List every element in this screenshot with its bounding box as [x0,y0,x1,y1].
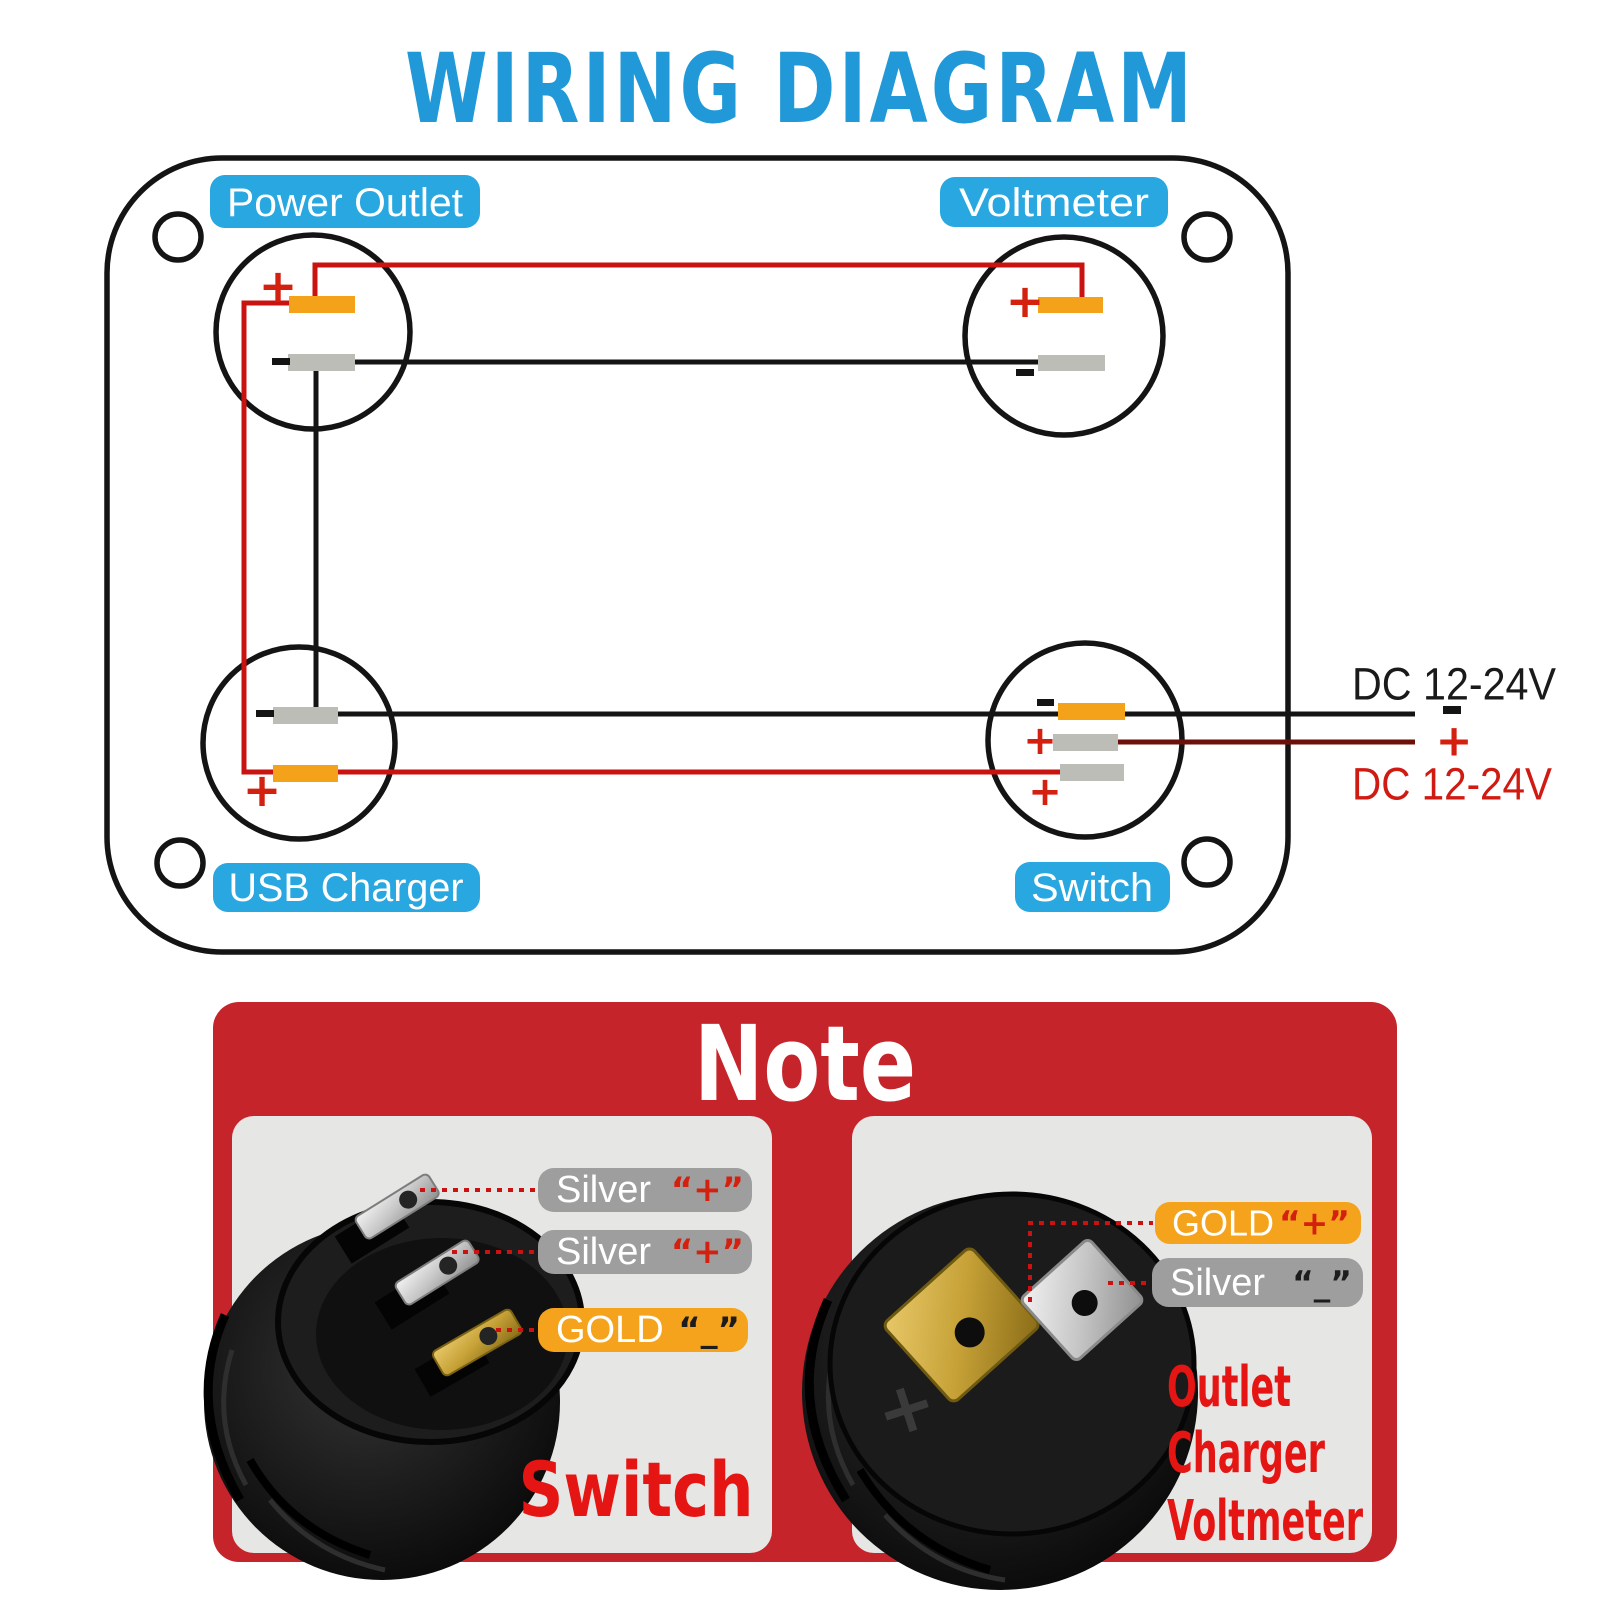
switch-minus-sign [1037,699,1054,706]
switch-positive-bottom-terminal [1060,764,1124,781]
voltmeter-minus-sign [1016,369,1034,376]
switch-caption: Switch [519,1445,754,1534]
switch-silver-2-polarity: “+” [671,1232,744,1272]
voltmeter-label-badge: Voltmeter [940,177,1168,227]
voltmeter-plus-sign: + [1006,274,1045,328]
voltmeter-positive-terminal [1038,297,1103,313]
outlet-caption-line-2: Charger [1167,1421,1325,1486]
supply-negative-label: DC 12-24V [1352,659,1556,710]
mounting-hole-bottom-right [1181,836,1233,888]
outlet-photo-silver-terminal [1020,1238,1144,1362]
usb-charger-negative-terminal [273,707,338,724]
mounting-hole-top-right [1181,211,1233,263]
supply-positive-label: DC 12-24V [1352,759,1552,810]
switch-label: Switch [1031,866,1153,910]
outlet-photo-gold-terminal [883,1247,1040,1403]
switch-photo-silver-tab-2 [394,1239,480,1306]
outlet-product-photo: + [802,1191,1198,1590]
switch-positive-middle-terminal [1053,734,1118,751]
note-title: Note [694,1003,916,1125]
switch-silver-1-polarity: “+” [671,1170,744,1210]
power-outlet-circle [213,232,413,432]
switch-silver-plus-badge-1: Silver “+” [538,1168,752,1212]
outlet-gold-polarity: “+” [1279,1204,1350,1243]
power-outlet-plus-sign: + [259,259,298,313]
usb-charger-minus-sign [256,710,274,717]
voltmeter-label: Voltmeter [959,181,1149,225]
power-outlet-minus-sign [272,358,290,365]
outlet-gold-metal: GOLD [1172,1203,1274,1244]
voltmeter-circle [962,234,1166,438]
supply-positive-sign: + [1436,716,1473,767]
switch-silver-plus-badge-2: Silver “+” [538,1230,752,1274]
voltmeter-negative-terminal [1038,355,1105,371]
switch-gold-minus-badge: GOLD “_” [538,1308,748,1352]
panel-outline [104,155,1291,955]
wire-positive-outlet-to-voltmeter [312,262,1085,300]
usb-charger-positive-terminal [273,765,338,782]
switch-label-badge: Switch [1015,862,1170,912]
outlet-silver-minus-badge: Silver “_” [1152,1258,1363,1307]
switch-gold-metal: GOLD [556,1309,664,1351]
outlet-caption-line-3: Voltmeter [1167,1489,1363,1554]
switch-photo-gold-tab [431,1308,523,1377]
switch-photo-silver-tab-1 [354,1173,440,1240]
switch-middle-plus-sign: + [1023,718,1057,764]
outlet-caption-line-1: Outlet [1167,1355,1291,1420]
switch-silver-1-metal: Silver [556,1169,651,1211]
power-outlet-label: Power Outlet [227,181,463,225]
usb-charger-label: USB Charger [229,866,464,910]
leader-line-outlet-gold-plus [1028,1221,1153,1302]
power-outlet-positive-terminal [289,296,355,313]
usb-charger-plus-sign: + [243,763,282,817]
power-outlet-label-badge: Power Outlet [210,175,480,228]
power-outlet-negative-terminal [288,354,355,371]
mounting-hole-bottom-left [154,837,206,889]
outlet-silver-polarity: “_” [1292,1264,1352,1303]
switch-negative-terminal [1058,703,1125,720]
wire-positive-outlet-to-usb-charger [241,300,292,775]
usb-charger-label-badge: USB Charger [213,863,480,912]
switch-gold-polarity: “_” [678,1310,740,1350]
page-title: WIRING DIAGRAM [405,33,1195,145]
outlet-silver-metal: Silver [1170,1262,1265,1304]
switch-silver-2-metal: Silver [556,1231,651,1273]
switch-bottom-plus-sign: + [1028,769,1062,815]
usb-charger-circle [200,644,398,842]
mounting-hole-top-left [152,211,204,263]
outlet-gold-plus-badge: GOLD “+” [1155,1202,1361,1244]
supply-negative-sign [1443,706,1461,714]
